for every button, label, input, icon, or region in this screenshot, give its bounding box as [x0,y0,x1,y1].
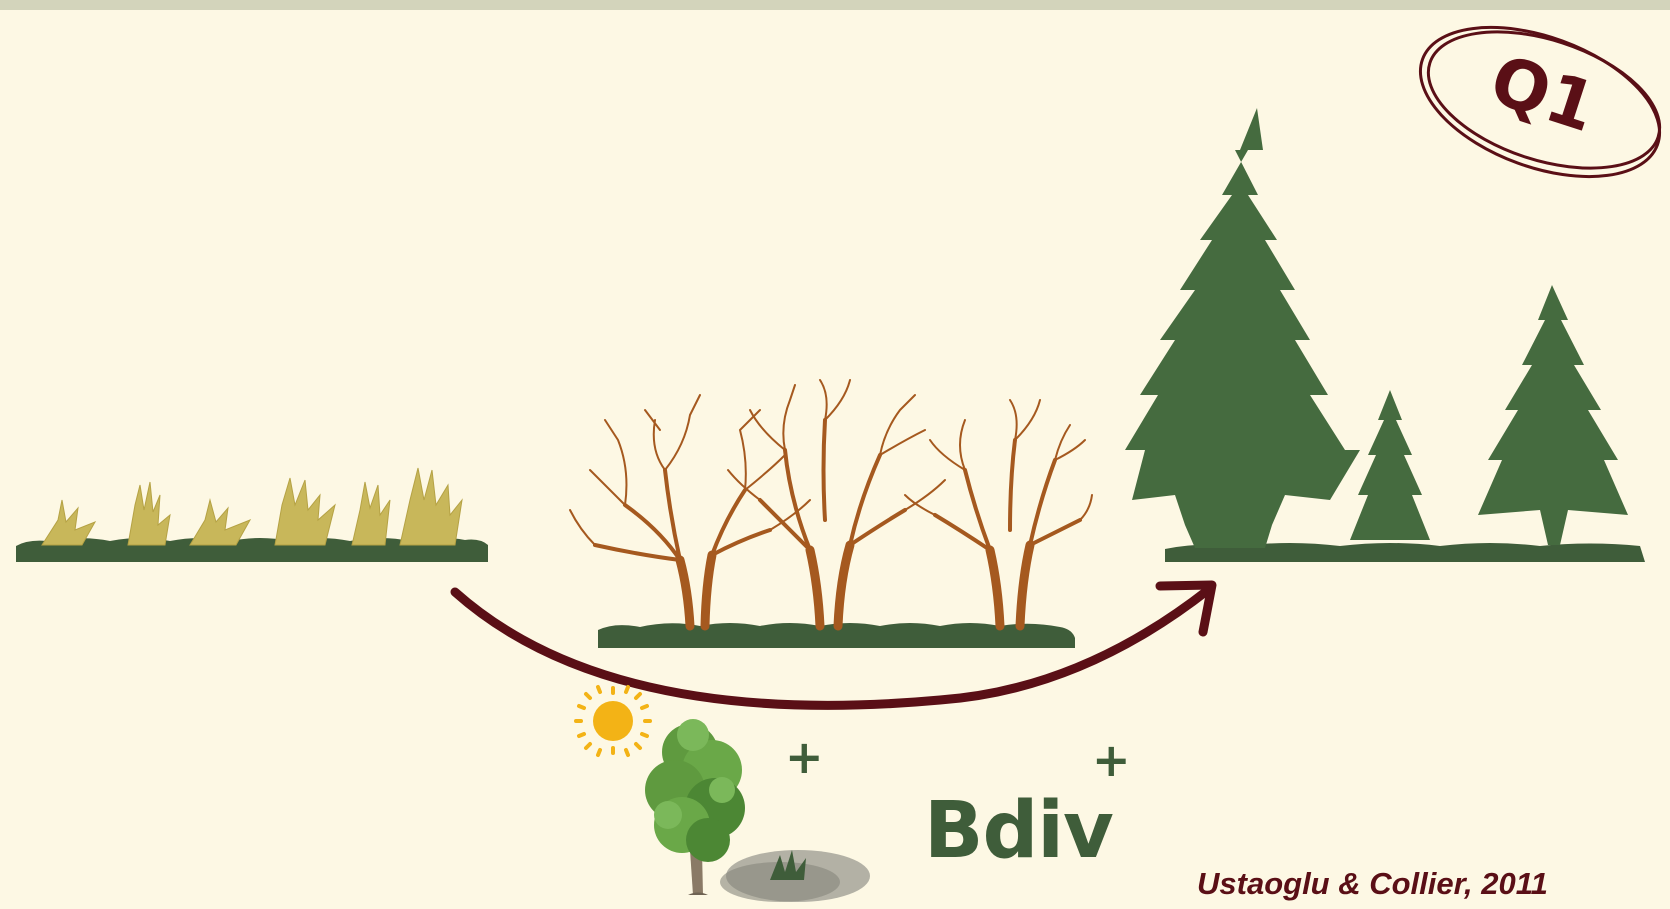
shrub-icon [570,380,1092,626]
grass-icon [42,468,462,545]
plus-sign-1: + [785,734,824,780]
biodiversity-label: Bdiv [924,786,1113,876]
citation: Ustaoglu & Collier, 2011 [1197,866,1548,902]
sun-icon [576,687,650,755]
shade-icon [720,850,870,902]
shrubland-stage [570,380,1092,648]
grassland-stage [16,468,488,562]
plus-sign-2: + [1092,737,1131,783]
